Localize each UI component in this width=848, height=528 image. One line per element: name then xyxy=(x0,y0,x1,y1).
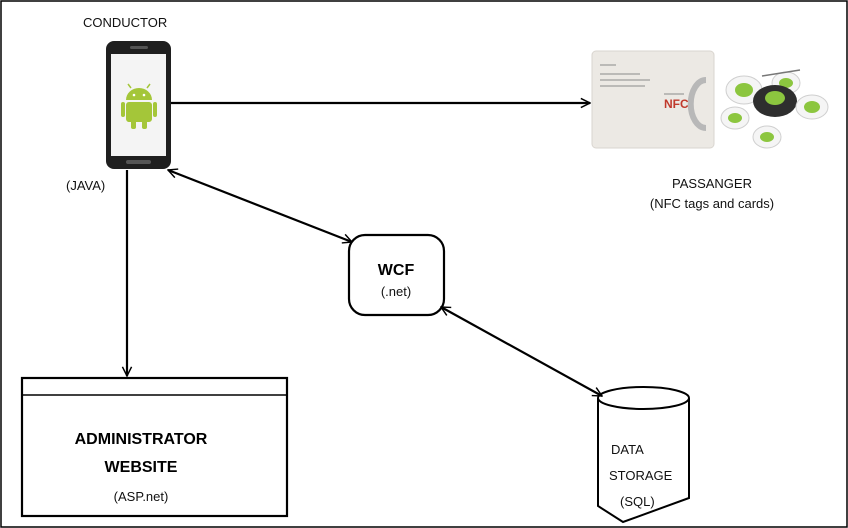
storage-label-line2: STORAGE xyxy=(609,468,673,483)
nfc-card-mark: NFC xyxy=(664,97,689,111)
nfc-tag-icon xyxy=(725,75,763,105)
conductor-label: CONDUCTOR xyxy=(83,15,167,30)
passenger-sublabel: (NFC tags and cards) xyxy=(650,196,774,211)
storage-sublabel: (SQL) xyxy=(620,494,655,509)
nfc-tag-icon xyxy=(720,106,750,130)
storage-label-line1: DATA xyxy=(611,442,644,457)
nfc-card-and-tags-icon: NFC xyxy=(591,50,829,149)
admin-label-line2: WEBSITE xyxy=(105,459,178,476)
nfc-tag-icon xyxy=(752,125,782,149)
android-robot-icon xyxy=(121,83,157,129)
wcf-storage-arrow xyxy=(441,306,602,397)
admin-label-line1: ADMINISTRATOR xyxy=(75,431,208,448)
nfc-tag-icon xyxy=(795,94,829,120)
wcf-label: WCF xyxy=(378,262,415,279)
nfc-keyfob-icon xyxy=(753,69,801,117)
wcf-node xyxy=(347,233,446,317)
admin-website-node xyxy=(20,376,289,518)
passenger-label: PASSANGER xyxy=(672,176,752,191)
conductor-wcf-arrow xyxy=(168,170,352,242)
data-storage-node xyxy=(597,386,690,524)
wcf-sublabel: (.net) xyxy=(381,284,411,299)
android-phone-icon xyxy=(106,41,171,169)
conductor-sublabel: (JAVA) xyxy=(66,178,105,193)
admin-sublabel: (ASP.net) xyxy=(114,489,169,504)
